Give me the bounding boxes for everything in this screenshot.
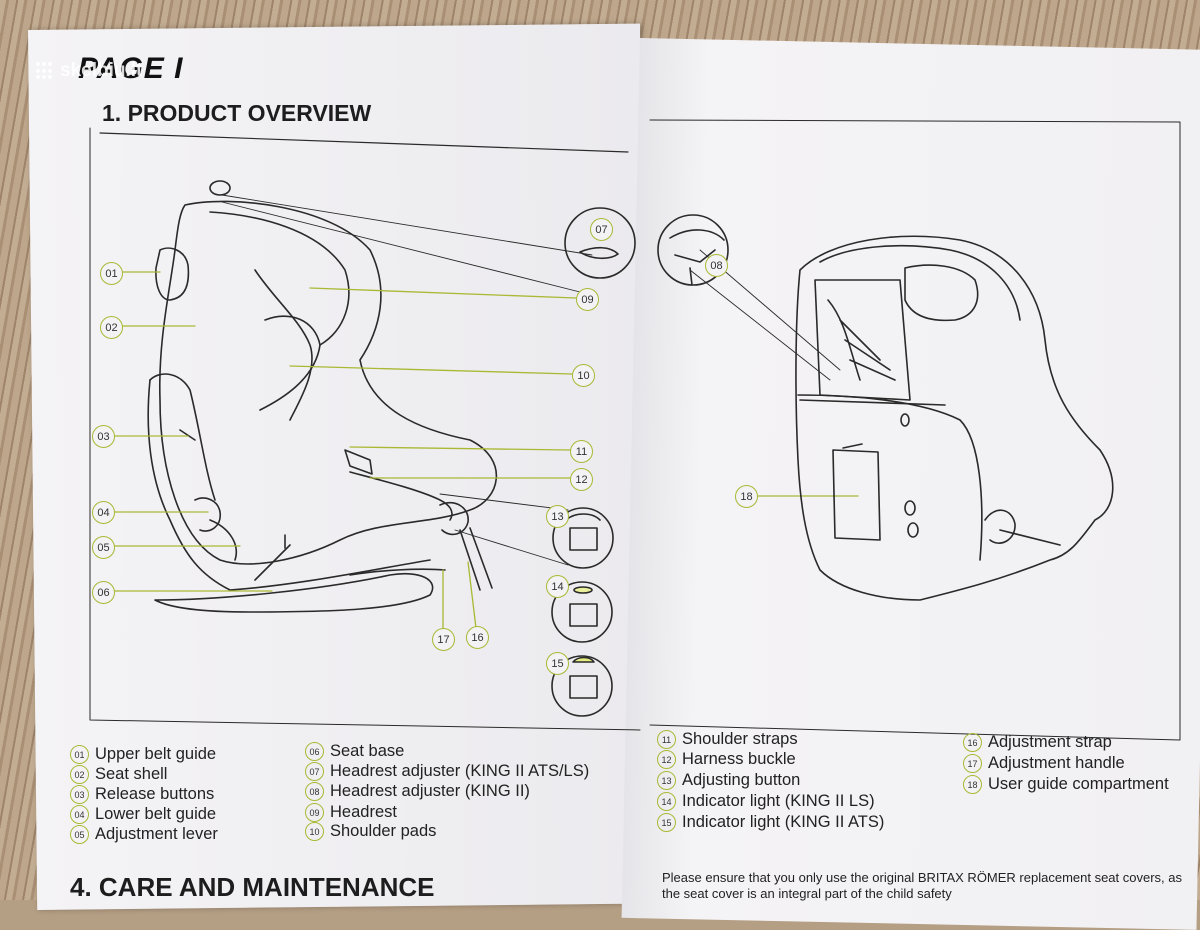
watermark-text: skelbiu.lt — [60, 60, 143, 81]
callout-18: 18 — [735, 485, 758, 508]
callout-13: 13 — [546, 505, 569, 528]
callout-05: 05 — [92, 536, 115, 559]
callout-16: 16 — [466, 626, 489, 649]
callout-12: 12 — [570, 468, 593, 491]
callout-06: 06 — [92, 581, 115, 604]
car-seat-drawing — [147, 180, 498, 613]
callout-11: 11 — [570, 440, 593, 463]
callout-04: 04 — [92, 501, 115, 524]
callout-10: 10 — [572, 364, 595, 387]
callout-03: 03 — [92, 425, 115, 448]
page-heading: PAGE I — [78, 52, 184, 85]
callout-17: 17 — [432, 628, 455, 651]
callout-09: 09 — [576, 288, 599, 311]
diagram-drawing — [89, 119, 1181, 741]
callout-02: 02 — [100, 316, 123, 339]
callout-08: 08 — [705, 254, 728, 277]
watermark: skelbiu.lt — [36, 60, 142, 82]
watermark-logo-icon — [36, 62, 54, 80]
next-section-title: 4. CARE AND MAINTENANCE — [70, 872, 435, 902]
callout-07: 07 — [590, 218, 613, 241]
section-title: 1. PRODUCT OVERVIEW — [102, 100, 372, 126]
callout-01: 01 — [100, 262, 123, 285]
note-text: Please ensure that you only use the orig… — [662, 870, 1183, 901]
callout-14: 14 — [546, 575, 569, 598]
callout-15: 15 — [546, 652, 569, 675]
